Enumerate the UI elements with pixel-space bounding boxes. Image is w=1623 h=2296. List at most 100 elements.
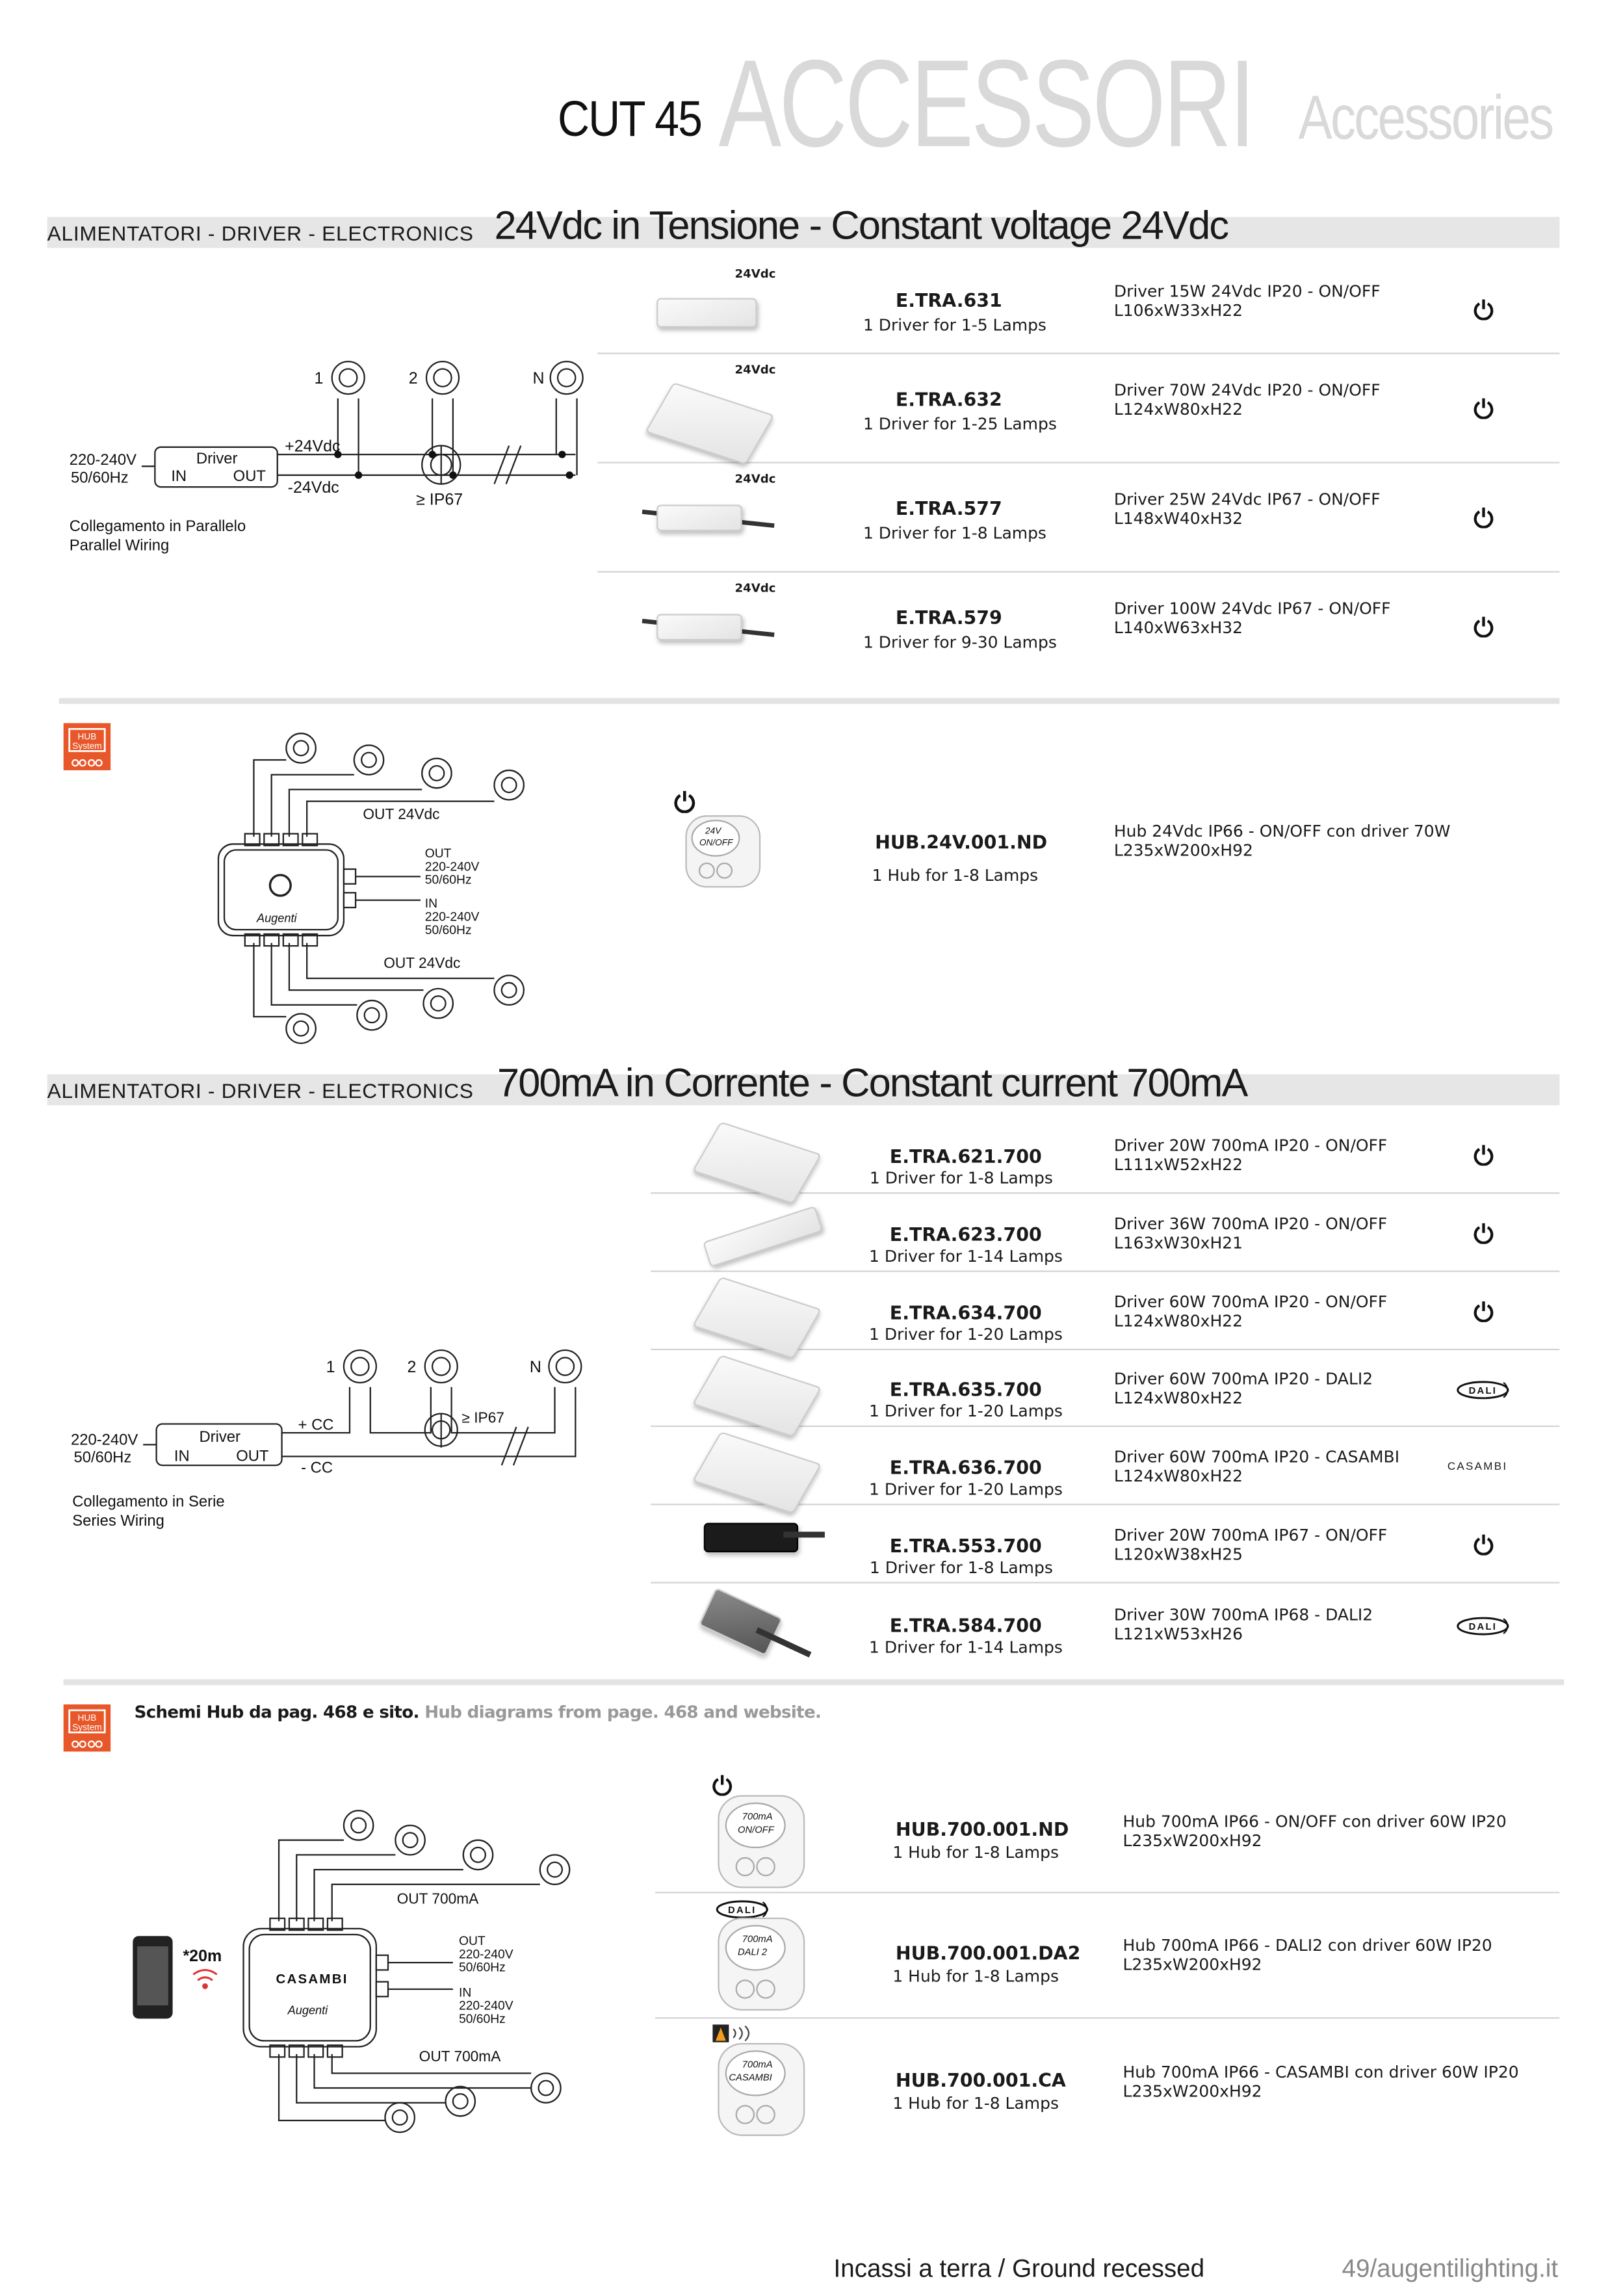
lamp-icon <box>530 2072 562 2104</box>
lamp-icon <box>445 2085 476 2117</box>
section-title: 24Vdc in Tensione - Constant voltage 24V… <box>494 203 1229 248</box>
in-label: IN <box>174 1447 190 1465</box>
product-dims: L106xW33xH22 <box>1113 301 1243 320</box>
diagram-caption-en: Parallel Wiring <box>70 537 170 554</box>
lamp-label: 1 <box>326 1358 335 1376</box>
input-voltage: 220-240V <box>71 1431 138 1448</box>
product-sub: 1 Driver for 1-20 Lamps <box>869 1479 1063 1499</box>
voltage-tag: 24Vdc <box>734 581 776 595</box>
product-sub: 1 Hub for 1-8 Lamps <box>892 1842 1059 1862</box>
frequency-label: 50/60Hz <box>425 874 472 887</box>
product-desc: Driver 100W 24Vdc IP67 - ON/OFF <box>1113 599 1391 619</box>
product-desc: Driver 60W 700mA IP20 - CASAMBI <box>1113 1446 1400 1467</box>
in-label: IN <box>425 897 437 911</box>
lamp-icon <box>493 769 525 801</box>
product-image <box>692 1276 822 1359</box>
voltage-tag: 24Vdc <box>734 363 776 376</box>
frequency-label: 50/60Hz <box>459 1961 506 1975</box>
out-label: OUT <box>233 467 266 485</box>
cable <box>783 1532 825 1538</box>
product-code: HUB.700.001.DA2 <box>895 1941 1081 1964</box>
input-voltage: 220-240V <box>70 451 136 469</box>
lamp-icon <box>549 361 584 395</box>
product-desc: Driver 60W 700mA IP20 - ON/OFF <box>1113 1292 1388 1311</box>
product-code: HUB.700.001.CA <box>895 2068 1066 2091</box>
product-dims: L235xW200xH92 <box>1123 1830 1262 1850</box>
hub-label: ON/OFF <box>738 1825 775 1835</box>
lamp-icon <box>395 1824 426 1856</box>
ip-label: ≥ IP67 <box>416 490 463 508</box>
product-code: E.TRA.634.700 <box>889 1301 1042 1324</box>
lamp-label: 1 <box>315 369 324 387</box>
lamp-icon <box>343 1349 377 1384</box>
lamp-icon <box>539 1854 571 1885</box>
lamp-label: 2 <box>409 369 418 387</box>
out-label: OUT <box>425 847 452 861</box>
product-desc: Hub 700mA IP66 - CASAMBI con driver 60W … <box>1123 2062 1519 2081</box>
power-icon <box>1472 298 1494 326</box>
hub-label: DALI 2 <box>738 1948 767 1958</box>
out-label: OUT <box>236 1447 269 1465</box>
product-code: E.TRA.621.700 <box>889 1145 1042 1168</box>
product-sub: 1 Driver for 1-14 Lamps <box>869 1246 1063 1266</box>
page-title: ACCESSORI <box>718 34 1255 173</box>
hub-label: ON/OFF <box>699 838 733 848</box>
lamp-icon <box>356 999 387 1031</box>
product-dims: L124xW80xH22 <box>1113 1311 1243 1331</box>
product-dims: L124xW80xH22 <box>1113 1389 1243 1408</box>
power-icon <box>1472 616 1494 644</box>
product-image <box>702 1205 824 1268</box>
section-category: ALIMENTATORI - DRIVER - ELECTRONICS <box>47 1078 474 1102</box>
product-code: E.TRA.577 <box>895 497 1002 520</box>
note-it: Schemi Hub da pag. 468 e sito. <box>134 1701 420 1723</box>
product-image <box>656 298 757 328</box>
lamp-icon <box>422 987 454 1019</box>
section-header-24v: ALIMENTATORI - DRIVER - ELECTRONICS 24Vd… <box>47 203 1560 248</box>
product-code: E.TRA.632 <box>895 388 1002 411</box>
footer-page: 49/augentilighting.it <box>1342 2254 1559 2283</box>
product-sub: 1 Driver for 9-30 Lamps <box>863 633 1057 653</box>
out-label: OUT 700mA <box>419 2048 502 2065</box>
lamp-icon <box>548 1349 582 1384</box>
hub-row: 24V ON/OFF HUB.24V.001.ND 1 Hub for 1-8 … <box>597 767 1559 915</box>
hub-label: 700mA <box>742 2059 773 2070</box>
product-desc: Driver 20W 700mA IP67 - ON/OFF <box>1113 1525 1388 1545</box>
product-image <box>692 1431 822 1514</box>
product-desc: Driver 30W 700mA IP68 - DALI2 <box>1113 1604 1373 1624</box>
lamp-icon <box>331 361 365 395</box>
out-label: OUT 700mA <box>397 1890 480 1907</box>
note-en: Hub diagrams from page. 468 and website. <box>424 1701 822 1723</box>
casambi-app-icon <box>711 2022 755 2050</box>
hub-label: 700mA <box>742 1934 773 1944</box>
product-desc: Driver 60W 700mA IP20 - DALI2 <box>1113 1369 1373 1389</box>
product-code: E.TRA.635.700 <box>889 1378 1042 1401</box>
page-title-en: Accessories <box>1298 83 1555 152</box>
out-label: OUT <box>459 1935 486 1948</box>
lamp-icon <box>462 1839 494 1871</box>
hub-diagrams-note: Schemi Hub da pag. 468 e sito. Hub diagr… <box>135 1701 822 1722</box>
product-image <box>656 614 742 641</box>
lamp-icon <box>343 1810 374 1841</box>
hub-label: 700mA <box>742 1812 773 1822</box>
product-sub: 1 Driver for 1-8 Lamps <box>869 1557 1053 1577</box>
product-image <box>692 1354 822 1437</box>
out-label: OUT 24Vdc <box>363 805 439 822</box>
section-category: ALIMENTATORI - DRIVER - ELECTRONICS <box>47 221 474 245</box>
lamp-icon <box>285 733 317 764</box>
lamp-label: N <box>530 1358 541 1376</box>
voltage-tag: 24Vdc <box>734 472 776 486</box>
lamp-icon <box>421 757 452 789</box>
ip-label: ≥ IP67 <box>462 1409 504 1426</box>
product-image <box>656 504 742 532</box>
logo-text: HUB <box>78 1713 97 1723</box>
dali-icon: DALI <box>1455 1378 1514 1406</box>
product-image <box>645 382 775 465</box>
casambi-label: CASAMBI <box>276 1972 348 1987</box>
product-code: E.TRA.584.700 <box>889 1613 1042 1636</box>
